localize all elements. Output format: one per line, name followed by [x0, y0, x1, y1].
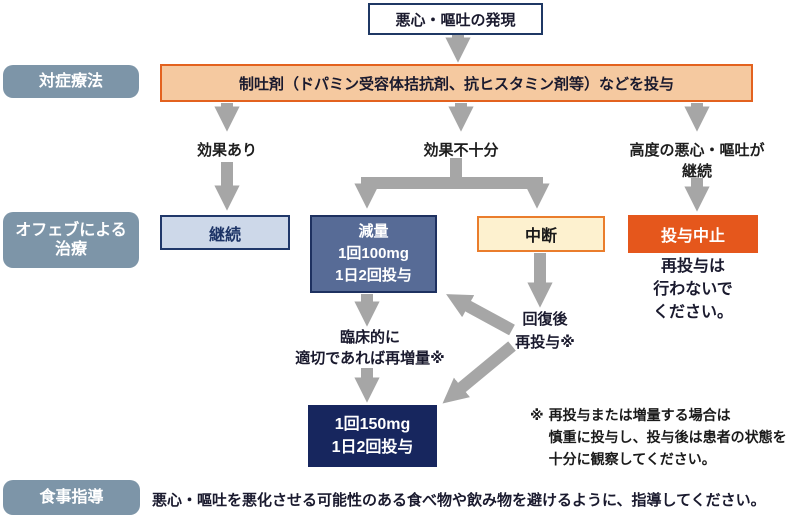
- readministration-line2: 再投与※: [515, 334, 575, 351]
- interrupt-label: 中断: [524, 228, 557, 245]
- label-effective: 効果あり: [196, 142, 257, 159]
- reduce-label-line2: 1回100mg: [338, 245, 409, 262]
- diet-note: 悪心・嘔吐を悪化させる可能性のある食べ物や飲み物を避けるように、指導してください…: [152, 492, 766, 509]
- dose150-label-line2: 1日2回投与: [331, 439, 414, 456]
- dose150-box: 1回150mg 1日2回投与: [308, 405, 437, 467]
- interrupt-box: 中断: [477, 216, 605, 252]
- discontinue-box: 投与中止: [628, 215, 758, 253]
- arrow-insufficient-to-interrupt: [450, 158, 550, 209]
- onset-label: 悪心・嘔吐の発現: [395, 11, 516, 29]
- label-severe-line1: 高度の悪心・嘔吐が: [629, 142, 765, 159]
- asterisk-note-line1: 再投与または増量する場合は: [548, 407, 731, 423]
- label-severe-line2: 継続: [681, 163, 712, 180]
- antiemetic-box: 制吐剤（ドパミン受容体拮抗剤、抗ヒスタミン剤等）などを投与: [160, 64, 753, 102]
- arrow-readmin-to-reduce: [446, 294, 515, 336]
- asterisk-mark: ※: [530, 407, 544, 423]
- stage-symptomatic-label: 対症療法: [38, 73, 103, 90]
- reduce-box: 減量 1回100mg 1日2回投与: [310, 215, 437, 293]
- label-severe: 高度の悪心・嘔吐が 継続: [617, 140, 777, 182]
- stage-diet-label: 食事指導: [39, 489, 104, 506]
- antiemetic-label: 制吐剤（ドパミン受容体拮抗剤、抗ヒスタミン剤等）などを投与: [238, 75, 674, 93]
- arrow-insufficient-to-reduce: [354, 158, 462, 209]
- readministration-line1: 回復後: [522, 311, 568, 328]
- continue-label: 継続: [208, 226, 241, 244]
- stage-symptomatic-therapy: 対症療法: [3, 65, 139, 98]
- reescalate-line2: 適切であれば再増量※: [295, 350, 445, 367]
- continue-box: 継続: [160, 215, 290, 250]
- onset-box: 悪心・嘔吐の発現: [368, 3, 543, 35]
- stage-diet-guidance: 食事指導: [3, 480, 140, 515]
- no-readministration-line3: ください。: [652, 304, 733, 321]
- asterisk-note-line2: 慎重に投与し、投与後は患者の状態を: [548, 429, 787, 445]
- reescalate-text: 臨床的に 適切であれば再増量※: [280, 327, 460, 369]
- no-readministration-line1: 再投与は: [660, 258, 725, 275]
- asterisk-note-lines: 再投与または増量する場合は 慎重に投与し、投与後は患者の状態を 十分に観察してく…: [549, 404, 787, 470]
- no-readministration-text: 再投与は 行わないで ください。: [628, 255, 758, 324]
- asterisk-note-line3: 十分に観察してください。: [548, 451, 716, 467]
- reduce-label-line3: 1日2回投与: [335, 267, 412, 284]
- dose150-label-line1: 1回150mg: [334, 416, 411, 433]
- stage-ofev-treatment: オフェブによる 治療: [3, 212, 139, 268]
- no-readministration-line2: 行わないで: [653, 281, 733, 298]
- asterisk-note: ※ 再投与または増量する場合は 慎重に投与し、投与後は患者の状態を 十分に観察し…: [530, 404, 800, 470]
- stage-ofev-label-line1: オフェブによる: [15, 222, 127, 239]
- stage-ofev-label-line2: 治療: [54, 241, 87, 258]
- arrow-readmin-to-dose150: [442, 341, 516, 404]
- reescalate-line1: 臨床的に: [339, 329, 400, 346]
- label-insufficient: 効果不十分: [423, 142, 499, 159]
- reduce-label-line1: 減量: [358, 223, 389, 240]
- readministration-text: 回復後 再投与※: [490, 308, 600, 354]
- discontinue-label: 投与中止: [660, 228, 725, 245]
